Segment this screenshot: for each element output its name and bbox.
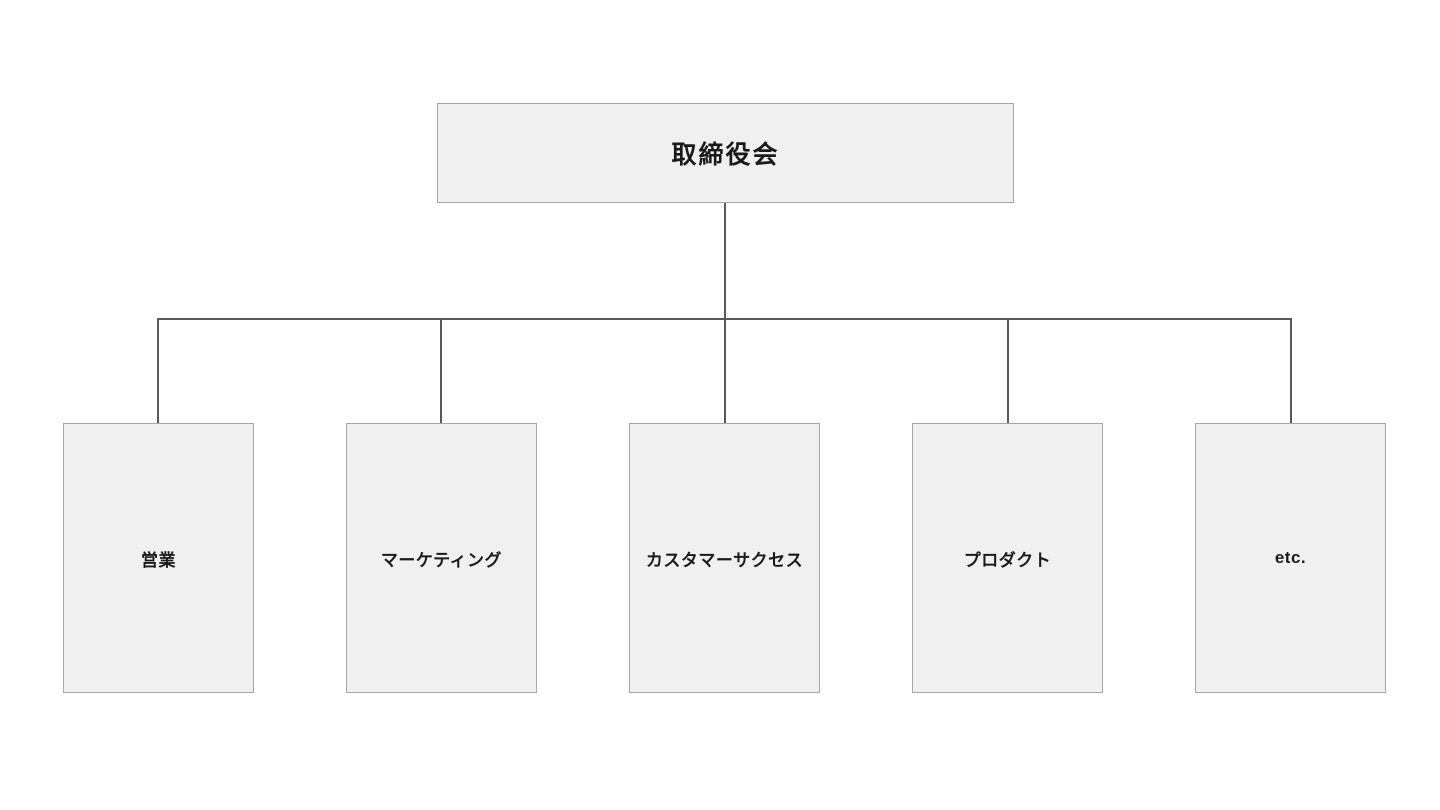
node-sales: 営業 xyxy=(63,423,254,693)
connector-drop-product xyxy=(1007,318,1009,423)
connector-drop-sales xyxy=(157,318,159,423)
node-marketing: マーケティング xyxy=(346,423,537,693)
connector-drop-customer-success xyxy=(724,318,726,423)
node-board-of-directors: 取締役会 xyxy=(437,103,1014,203)
node-customer-success-label: カスタマーサクセス xyxy=(645,550,804,570)
node-product-label: プロダクト xyxy=(963,550,1052,570)
node-product: プロダクト xyxy=(912,423,1103,693)
node-marketing-label: マーケティング xyxy=(380,550,503,570)
node-customer-success: カスタマーサクセス xyxy=(629,423,820,693)
node-sales-label: 営業 xyxy=(141,550,176,570)
node-etc-label: etc. xyxy=(1274,548,1307,567)
node-board-label: 取締役会 xyxy=(671,141,780,169)
connector-root-stem xyxy=(724,203,726,320)
connector-drop-marketing xyxy=(440,318,442,423)
node-etc: etc. xyxy=(1195,423,1386,693)
connector-drop-etc xyxy=(1290,318,1292,423)
